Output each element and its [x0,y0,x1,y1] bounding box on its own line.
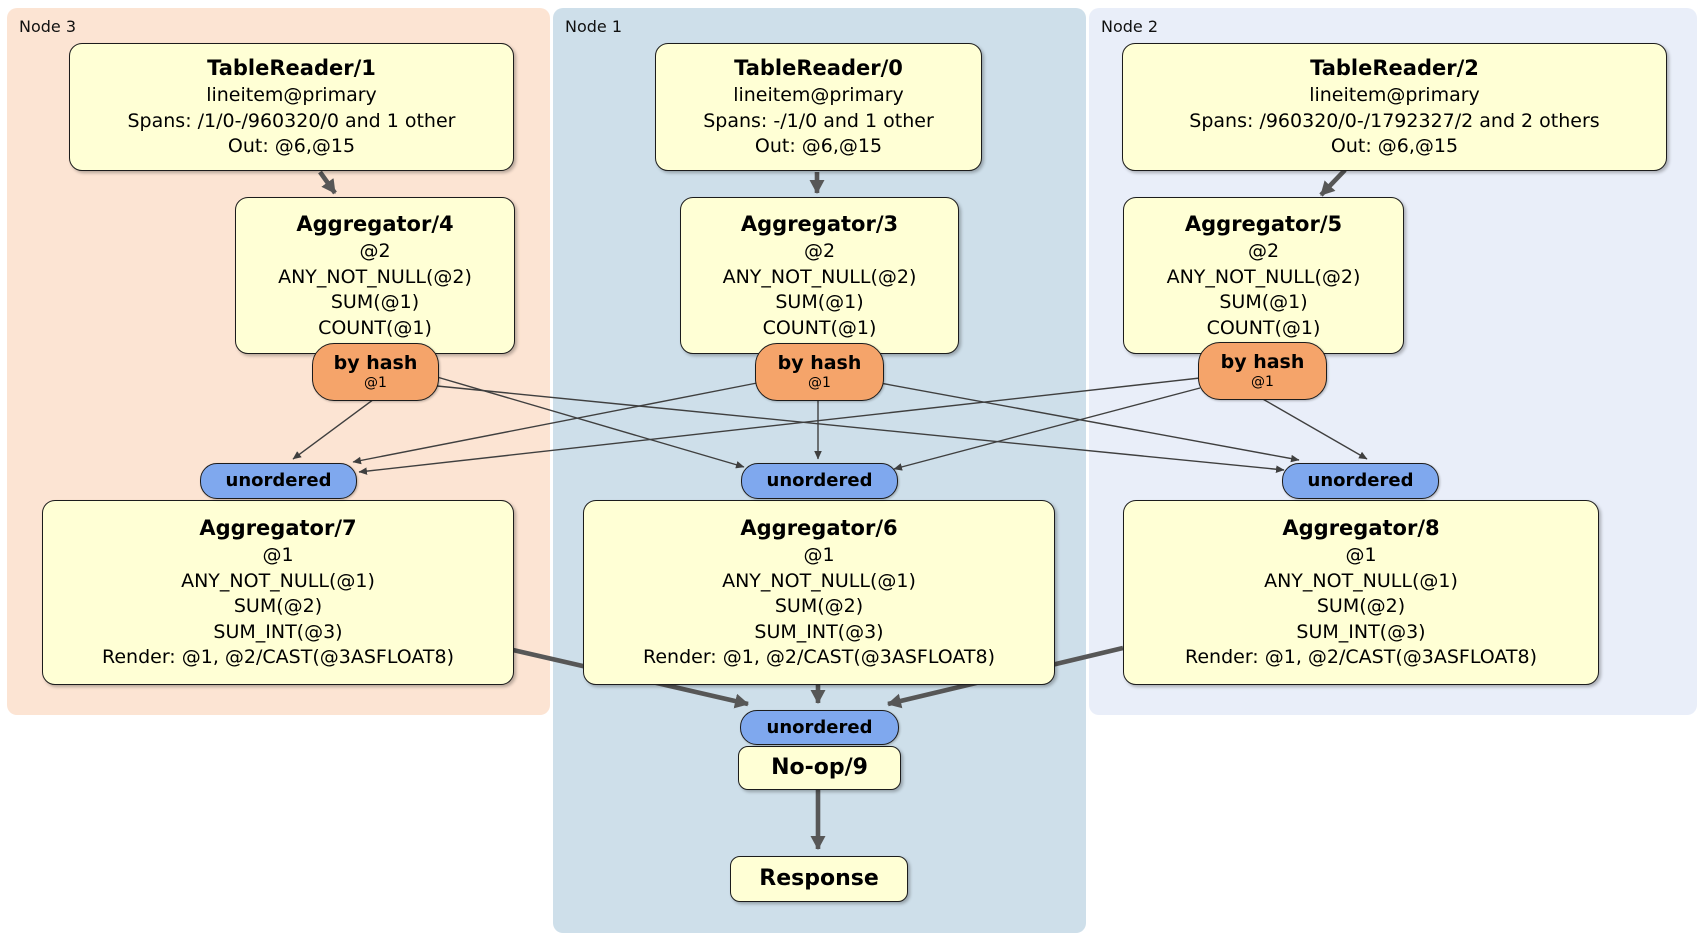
processor-title: Aggregator/6 [740,516,898,541]
processor-aggregator-4: Aggregator/4 @2 ANY_NOT_NULL(@2) SUM(@1)… [235,197,515,354]
processor-noop-9: No-op/9 [738,746,901,790]
router-label: unordered [766,716,873,738]
processor-detail: @2 [803,240,836,262]
processor-detail: SUM_INT(@3) [213,620,343,643]
panel-node2-label: Node 2 [1101,17,1159,36]
processor-title: Aggregator/3 [740,212,899,236]
processor-detail: Spans: -/1/0 and 1 other [703,109,934,132]
router-label: unordered [225,470,332,491]
processor-detail: Spans: /960320/0-/1792327/2 and 2 others [1189,109,1600,132]
processor-aggregator-3: Aggregator/3 @2 ANY_NOT_NULL(@2) SUM(@1)… [680,197,959,354]
processor-detail: ANY_NOT_NULL(@2) [1166,265,1361,288]
processor-tablereader-2: TableReader/2 lineitem@primary Spans: /9… [1122,43,1667,171]
router-key: @1 [364,375,387,391]
processor-detail: ANY_NOT_NULL(@1) [722,569,916,592]
processor-detail: Render: @1, @2/CAST(@3ASFLOAT8) [102,646,454,669]
processor-detail: SUM(@1) [1219,291,1308,313]
processor-detail: ANY_NOT_NULL(@1) [1264,569,1458,592]
processor-aggregator-8: Aggregator/8 @1 ANY_NOT_NULL(@1) SUM(@2)… [1123,500,1599,685]
processor-detail: SUM(@2) [1316,595,1406,618]
processor-detail: Spans: /1/0-/960320/0 and 1 other [127,109,456,132]
processor-detail: Out: @6,@15 [227,135,356,158]
processor-detail: ANY_NOT_NULL(@1) [181,569,375,592]
processor-detail: lineitem@primary [733,84,904,107]
processor-detail: @2 [359,240,391,262]
processor-detail: COUNT(@1) [318,316,432,339]
processor-title: TableReader/2 [1310,56,1479,81]
processor-detail: SUM(@2) [233,595,323,618]
router-label: by hash [777,352,862,374]
processor-title: Aggregator/8 [1282,516,1440,541]
unordered-sync-node3: unordered [200,463,357,499]
processor-tablereader-1: TableReader/1 lineitem@primary Spans: /1… [69,43,514,171]
unordered-sync-final: unordered [740,710,899,745]
hash-router-node2: by hash @1 [1198,342,1327,400]
processor-detail: lineitem@primary [1309,84,1480,107]
processor-detail: COUNT(@1) [762,316,877,339]
processor-aggregator-5: Aggregator/5 @2 ANY_NOT_NULL(@2) SUM(@1)… [1123,197,1404,354]
processor-detail: Render: @1, @2/CAST(@3ASFLOAT8) [643,646,995,669]
panel-node1-label: Node 1 [565,17,623,36]
processor-detail: COUNT(@1) [1206,316,1321,339]
hash-router-node3: by hash @1 [312,343,439,401]
processor-detail: @2 [1247,240,1280,262]
processor-tablereader-0: TableReader/0 lineitem@primary Spans: -/… [655,43,982,171]
response-node: Response [730,856,908,902]
router-key: @1 [1251,374,1274,390]
processor-detail: SUM(@1) [775,291,864,313]
processor-detail: SUM_INT(@3) [754,620,884,643]
router-label: unordered [766,470,873,491]
router-label: unordered [1307,470,1414,491]
router-label: by hash [1220,351,1305,373]
processor-detail: @1 [1345,544,1377,567]
router-label: by hash [333,352,418,374]
processor-title: Aggregator/7 [199,516,357,541]
processor-detail: SUM(@1) [330,291,420,313]
panel-node3-label: Node 3 [19,17,77,36]
processor-aggregator-7: Aggregator/7 @1 ANY_NOT_NULL(@1) SUM(@2)… [42,500,514,685]
processor-detail: ANY_NOT_NULL(@2) [278,265,472,288]
processor-detail: lineitem@primary [206,84,377,107]
processor-title: Response [759,866,879,891]
processor-detail: @1 [803,544,835,567]
processor-detail: SUM(@2) [774,595,864,618]
processor-detail: SUM_INT(@3) [1296,620,1426,643]
router-key: @1 [808,375,831,391]
processor-title: Aggregator/4 [296,212,454,236]
processor-detail: Render: @1, @2/CAST(@3ASFLOAT8) [1185,646,1537,669]
processor-title: TableReader/0 [734,56,903,81]
processor-detail: Out: @6,@15 [754,135,883,158]
processor-detail: @1 [262,544,294,567]
hash-to-unordered-edges [292,376,1368,475]
processor-title: Aggregator/5 [1184,212,1343,236]
processor-title: TableReader/1 [207,56,376,81]
processor-title: No-op/9 [771,755,868,780]
unordered-sync-node1: unordered [741,463,898,499]
processor-aggregator-6: Aggregator/6 @1 ANY_NOT_NULL(@1) SUM(@2)… [583,500,1055,685]
hash-router-node1: by hash @1 [755,343,884,401]
processor-detail: Out: @6,@15 [1330,135,1459,158]
processor-detail: ANY_NOT_NULL(@2) [722,265,917,288]
unordered-sync-node2: unordered [1282,463,1439,499]
